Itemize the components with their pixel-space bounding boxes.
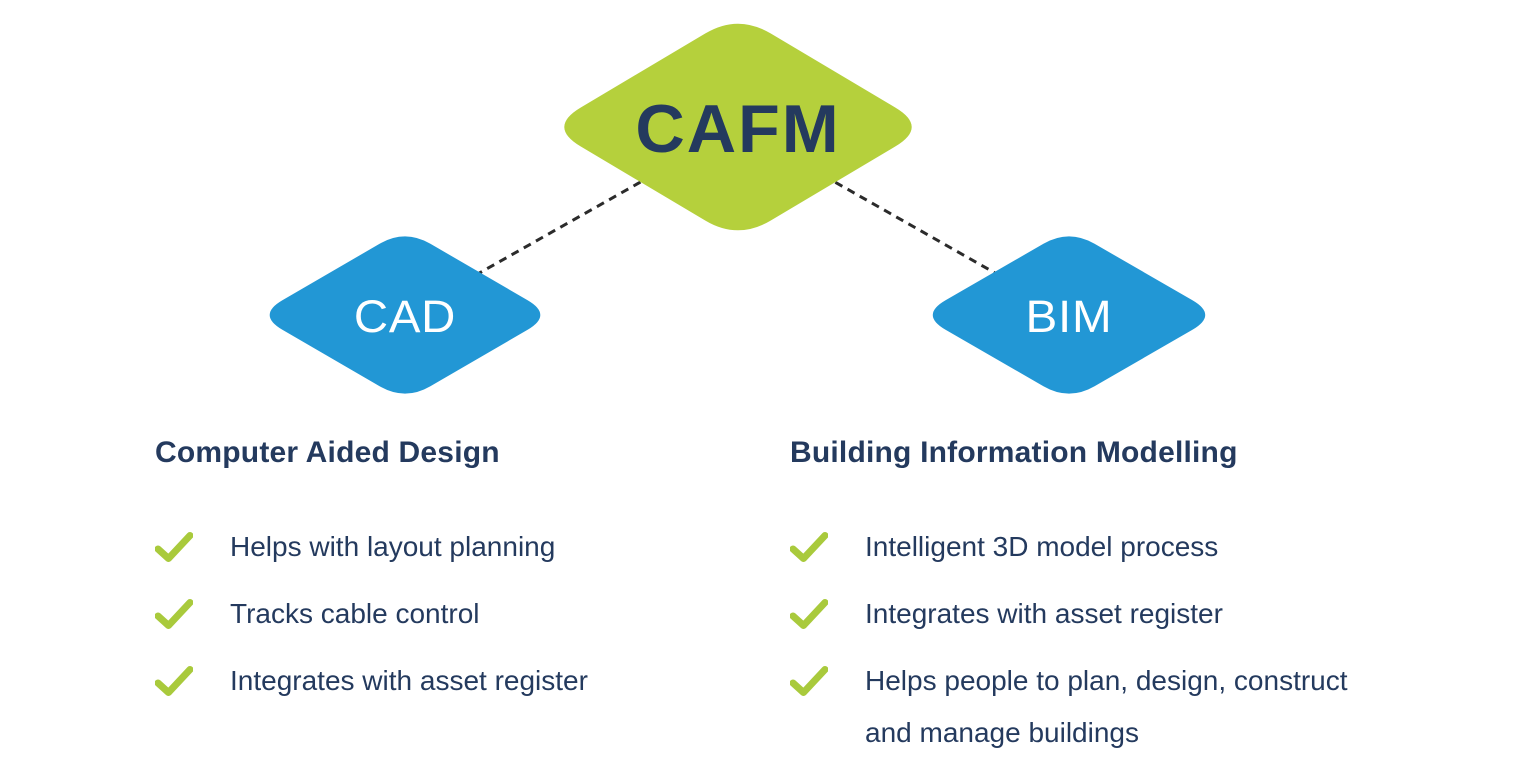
- list-item-text: Integrates with asset register: [865, 598, 1223, 629]
- bim-diamond-shape: [932, 236, 1206, 394]
- list-item-text: Tracks cable control: [230, 598, 480, 629]
- node-cafm: CAFM: [548, 14, 928, 240]
- bim-details-column: Building Information Modelling Intellige…: [790, 434, 1390, 757]
- list-item: Integrates with asset register: [155, 655, 755, 707]
- check-icon: [790, 532, 828, 562]
- list-item-text: Intelligent 3D model process: [865, 531, 1219, 562]
- cafm-diamond-shape: [564, 23, 912, 231]
- check-icon: [790, 666, 828, 696]
- list-item: Helps people to plan, design, construct …: [790, 655, 1390, 757]
- check-icon: [155, 532, 193, 562]
- cad-label: CAD: [354, 291, 456, 342]
- cad-details-column: Computer Aided Design Helps with layout …: [155, 434, 755, 722]
- cad-heading: Computer Aided Design: [155, 436, 500, 469]
- list-item: Tracks cable control: [155, 588, 755, 640]
- cafm-label: CAFM: [635, 91, 840, 167]
- list-item-text: Integrates with asset register: [230, 665, 588, 696]
- list-item: Integrates with asset register: [790, 588, 1390, 640]
- check-icon: [155, 666, 193, 696]
- node-cad: CAD: [257, 229, 553, 401]
- check-icon: [790, 599, 828, 629]
- list-item-text: Helps with layout planning: [230, 531, 556, 562]
- check-icon: [155, 599, 193, 629]
- list-item: Helps with layout planning: [155, 521, 755, 573]
- bim-label: BIM: [1026, 291, 1113, 342]
- cad-diamond-shape: [269, 236, 541, 394]
- node-bim: BIM: [920, 229, 1218, 401]
- bim-heading: Building Information Modelling: [790, 436, 1238, 469]
- list-item-text: Helps people to plan, design, construct …: [865, 665, 1348, 748]
- list-item: Intelligent 3D model process: [790, 521, 1390, 573]
